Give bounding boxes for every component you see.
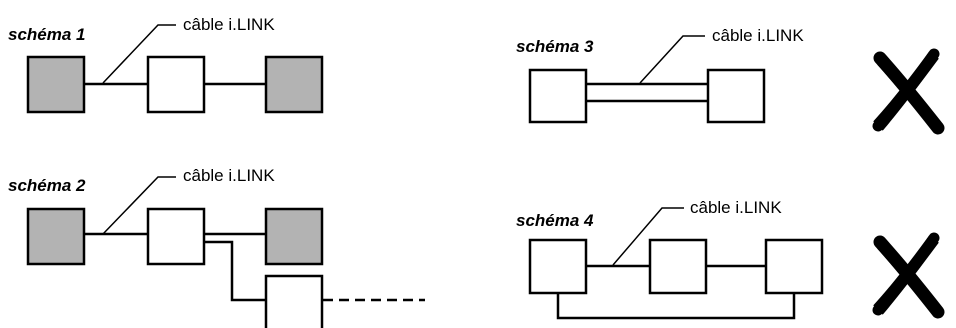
device-box [528,68,588,124]
device-box [764,238,824,295]
device-box [264,274,324,328]
device-box [648,238,708,295]
callout-line [612,207,684,266]
device-box-grey [264,55,324,114]
diagram-1-cable-label: câble i.LINK [183,15,275,34]
device-box-grey [26,207,86,266]
device-box [706,68,766,124]
cross-icon [872,232,945,319]
diagram-3-label: schéma 3 [516,37,594,56]
diagram-3: schéma 3 câble i.LINK [516,26,945,135]
device-box-grey [26,55,86,114]
cross-icon [872,48,945,135]
device-box [528,238,588,295]
diagram-1: schéma 1 câble i.LINK [8,15,324,114]
diagram-2: schéma 2 câble i.LINK [8,166,425,328]
callout-line [102,24,176,84]
callout-line [639,35,705,84]
diagram-1-label: schéma 1 [8,25,86,44]
callout-line [102,176,176,235]
device-box [146,207,206,266]
ilink-cable-loop [556,293,796,320]
diagram-4-cable-label: câble i.LINK [690,198,782,217]
device-box-grey [264,207,324,266]
diagram-2-label: schéma 2 [8,176,86,195]
diagram-3-cable-label: câble i.LINK [712,26,804,45]
device-box [146,55,206,114]
ilink-cable [205,240,266,302]
diagram-4-label: schéma 4 [516,211,594,230]
diagram-2-cable-label: câble i.LINK [183,166,275,185]
diagram-4: schéma 4 câble i.LINK [516,198,945,320]
